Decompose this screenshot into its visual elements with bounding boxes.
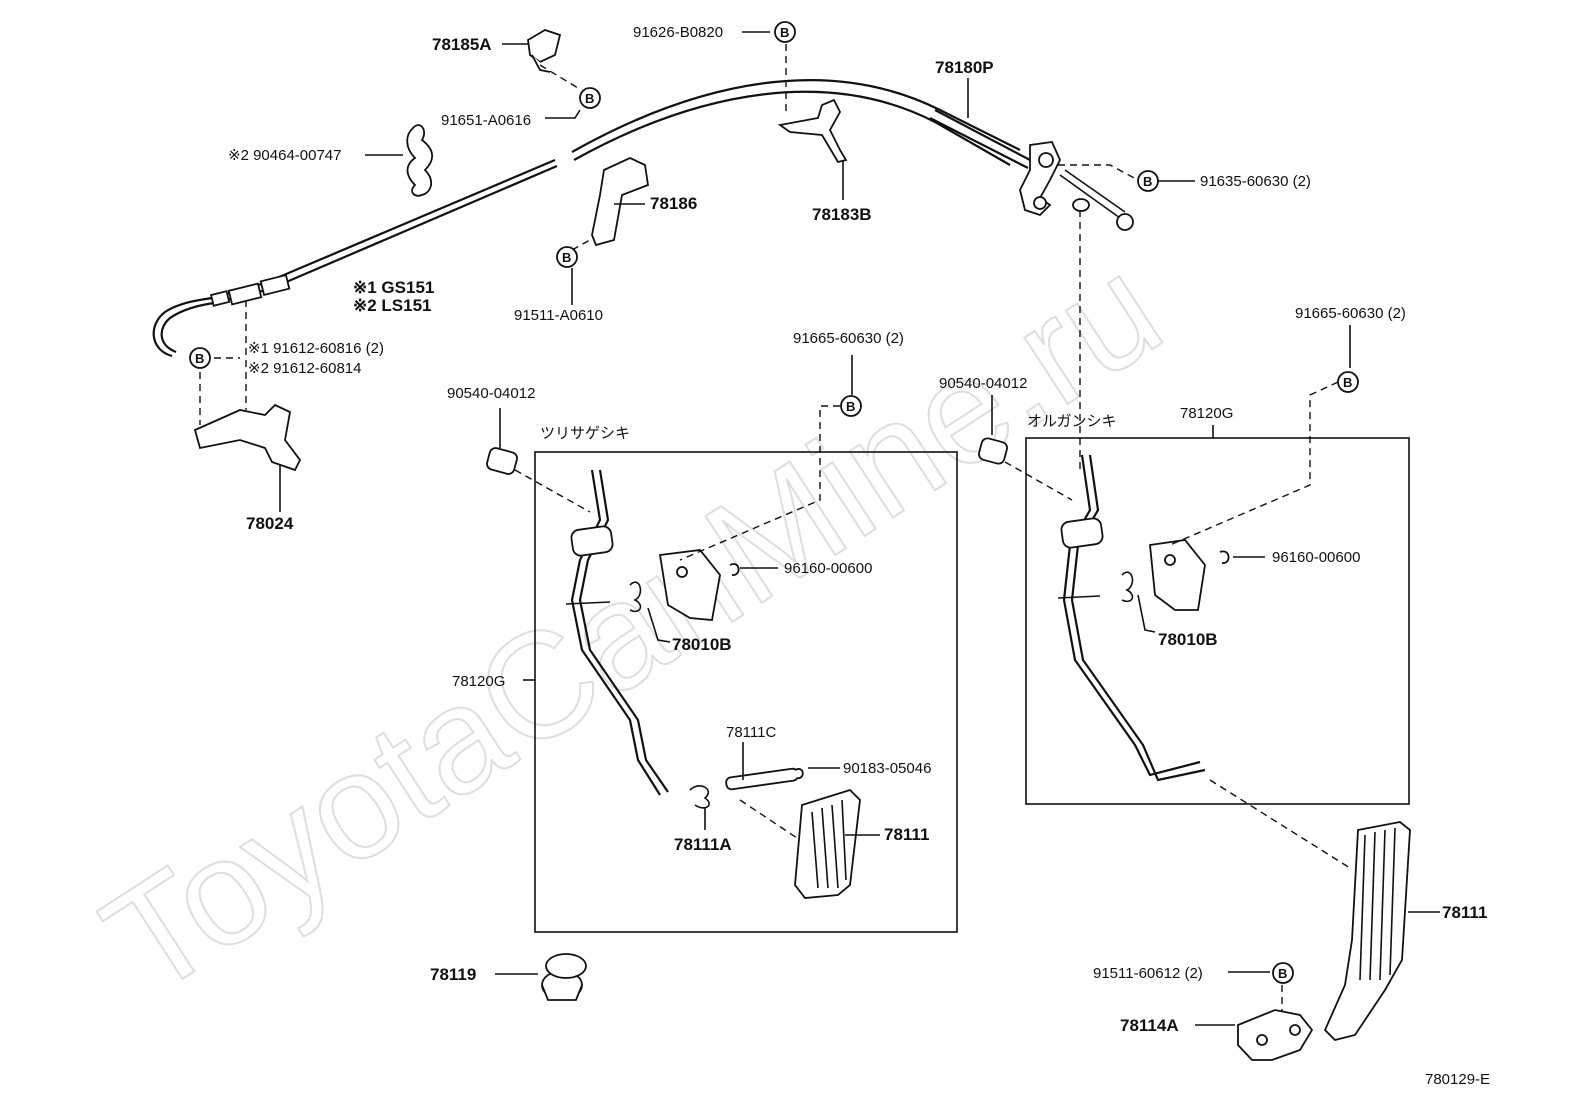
b-marker-6: B bbox=[840, 395, 862, 417]
label-78114a: 78114A bbox=[1120, 1016, 1179, 1035]
label-78120g-left: 78120G bbox=[452, 673, 505, 690]
label-91651-a0616: 91651-A0616 bbox=[441, 112, 531, 129]
bracket-78114a bbox=[1237, 1009, 1314, 1061]
label-90540-04012-right: 90540-04012 bbox=[939, 375, 1027, 392]
clamp-78185a bbox=[527, 29, 562, 73]
pedal-pad-left bbox=[794, 788, 861, 899]
svg-text:B: B bbox=[585, 91, 594, 106]
label-78185a: 78185A bbox=[432, 35, 492, 54]
label-91612-60814: ※2 91612-60814 bbox=[248, 360, 362, 377]
cable-bracket-78180p bbox=[1019, 141, 1061, 217]
pedal-box-left bbox=[534, 451, 958, 933]
pedal-pad-right bbox=[1323, 821, 1411, 1041]
label-78119: 78119 bbox=[430, 965, 476, 984]
label-78180p: 78180P bbox=[935, 58, 994, 77]
label-91511-a0610: 91511-A0610 bbox=[514, 307, 603, 324]
bracket-78183b bbox=[777, 98, 848, 164]
svg-text:B: B bbox=[1343, 375, 1352, 390]
b-marker-8: B bbox=[1272, 962, 1294, 984]
label-90183-05046: 90183-05046 bbox=[843, 760, 931, 777]
label-96160-00600-right: 96160-00600 bbox=[1272, 549, 1360, 566]
label-diagram-id: 780129-E bbox=[1425, 1071, 1490, 1088]
b-marker-7: B bbox=[1337, 371, 1359, 393]
label-91665-60630-right: 91665-60630 (2) bbox=[1295, 305, 1406, 322]
label-78111-left: 78111 bbox=[884, 825, 929, 844]
stopper-78119 bbox=[541, 953, 587, 1001]
svg-text:B: B bbox=[562, 250, 571, 265]
label-78010b-left: 78010B bbox=[672, 635, 732, 654]
label-91511-60612: 91511-60612 (2) bbox=[1093, 965, 1203, 982]
watermark: ToyotaCanMine.ru bbox=[76, 223, 1188, 1027]
svg-text:B: B bbox=[1143, 174, 1152, 189]
leader-lines bbox=[199, 31, 1440, 1026]
label-78010b-right: 78010B bbox=[1158, 630, 1218, 649]
label-96160-00600-left: 96160-00600 bbox=[784, 560, 872, 577]
bracket-78186 bbox=[591, 157, 649, 247]
svg-text:B: B bbox=[780, 25, 789, 40]
label-91612-60816: ※1 91612-60816 (2) bbox=[248, 340, 384, 357]
b-marker-5: B bbox=[189, 347, 211, 369]
label-91665-60630-left: 91665-60630 (2) bbox=[793, 330, 904, 347]
label-78120g-right: 78120G bbox=[1180, 405, 1233, 422]
pedal-box-right bbox=[1025, 437, 1410, 805]
label-organ: オルガンシキ bbox=[1027, 413, 1117, 430]
bracket-78024 bbox=[193, 403, 302, 472]
label-ls151: ※2 LS151 bbox=[353, 296, 432, 315]
label-tsurisage: ツリサゲシキ bbox=[540, 425, 630, 442]
label-90464-00747: ※2 90464-00747 bbox=[228, 147, 342, 164]
label-78183b: 78183B bbox=[812, 205, 872, 224]
pedal-arm-left bbox=[565, 469, 804, 809]
svg-text:B: B bbox=[1278, 966, 1287, 981]
b-marker-1: B bbox=[774, 21, 796, 43]
label-78186: 78186 bbox=[650, 194, 697, 213]
svg-text:B: B bbox=[846, 399, 855, 414]
b-marker-4: B bbox=[556, 246, 578, 268]
clip-90464-00747 bbox=[406, 124, 434, 197]
label-90540-04012-left: 90540-04012 bbox=[447, 385, 535, 402]
b-marker-2: B bbox=[579, 87, 601, 109]
b-marker-3: B bbox=[1137, 170, 1159, 192]
label-78111a: 78111A bbox=[674, 835, 732, 854]
label-gs151: ※1 GS151 bbox=[353, 278, 434, 297]
svg-text:B: B bbox=[195, 351, 204, 366]
cushion-90540-left bbox=[486, 447, 518, 475]
label-78111c: 78111C bbox=[726, 724, 776, 741]
pedal-arm-right bbox=[1057, 454, 1230, 782]
label-78024: 78024 bbox=[246, 514, 294, 533]
label-78111-right: 78111 bbox=[1442, 903, 1487, 922]
label-91626-b0820: 91626-B0820 bbox=[633, 24, 723, 41]
cushion-90540-right bbox=[978, 437, 1008, 465]
label-91635-60630: 91635-60630 (2) bbox=[1200, 173, 1311, 190]
accelerator-cable bbox=[152, 79, 1134, 358]
